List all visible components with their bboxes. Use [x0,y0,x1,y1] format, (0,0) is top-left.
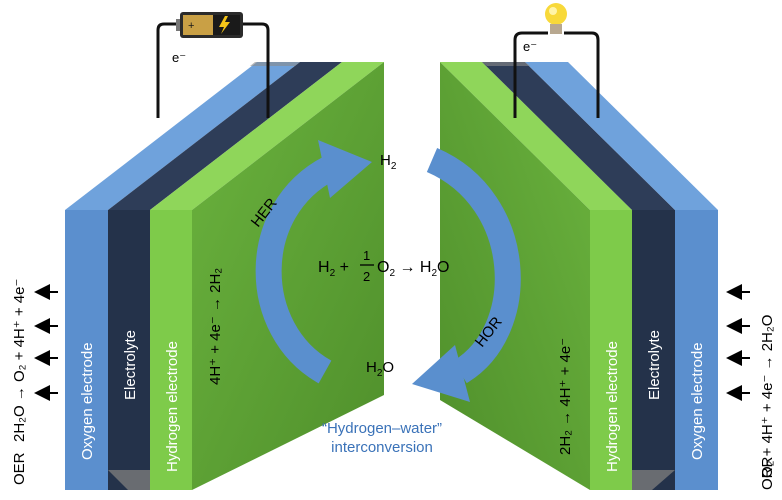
right-oxygen-electrode-label: Oxygen electrode [689,342,706,460]
left-oxygen-top [65,62,300,210]
left-side-arrows [34,284,58,401]
right-wire [513,31,600,118]
left-top-gray-strip [250,62,300,66]
right-electrolyte-top [482,62,675,210]
center-eq-plus: + [335,259,349,276]
light-bulb-icon [545,3,567,34]
center-eq-arrow-h: → H [395,259,431,276]
left-electrolyte-slab [108,210,150,490]
center-eq-o-tail: O [437,259,449,276]
h2o-tail: O [382,359,394,376]
center-eq-frac-den: 2 [363,269,370,284]
orr-label: ORR [759,457,776,491]
right-top-gray-strip [482,62,530,66]
center-eq-left: H2 + [318,259,349,279]
right-cell [440,62,718,490]
h2o-subscript: 2 [377,368,383,379]
right-oxygen-top [525,62,718,210]
right-hor-equation: 2H₂ → 4H⁺ + 4e⁻ [557,338,574,455]
orr-equation: O₂ + 4H⁺ + 4e⁻ → 2H₂O [759,315,776,478]
center-eq-right: O2 → H2O [377,259,449,279]
battery-icon: + [176,12,243,38]
oer-label: OER [11,452,28,485]
left-electrolyte-top [108,62,342,210]
center-equation: H2 + 1 2 O2 → H2O [318,248,449,284]
her-arrow [255,140,372,384]
h2o-symbol: H [366,359,377,376]
left-wire [156,22,270,118]
right-hydrogen-slab [590,210,632,490]
h2o-label: H2O [366,359,394,379]
left-bottom-gray [108,470,150,490]
right-side-arrows [726,284,750,401]
h2-subscript: 2 [391,161,397,172]
right-electron-label: e⁻ [523,39,537,54]
caption-line-2: interconversion [331,439,433,456]
left-oxygen-electrode-label: Oxygen electrode [79,342,96,460]
h2-symbol: H [380,152,391,169]
center-eq-frac-num: 1 [363,248,370,263]
center-eq-o: O [377,259,389,276]
left-electron-label: e⁻ [172,50,186,65]
right-hydrogen-top [440,62,632,210]
left-her-equation: 4H⁺ + 4e⁻ → 2H₂ [207,268,224,385]
caption-line-1: “Hydrogen–water” [322,420,442,437]
right-hydrogen-electrode-label: Hydrogen electrode [604,341,621,472]
right-electrolyte-slab [632,210,675,490]
center-eq-o-sub: 2 [389,268,395,279]
left-hydrogen-electrode-label: Hydrogen electrode [164,341,181,472]
h2-label: H2 [380,152,397,172]
left-oxygen-slab [65,210,108,490]
center-eq-h2-sub: 2 [431,268,437,279]
oer-equation: 2H₂O → O₂ + 4H⁺ + 4e⁻ [11,279,28,442]
left-electrolyte-label: Electrolyte [122,330,139,400]
right-electrolyte-label: Electrolyte [646,330,663,400]
hor-arrow [412,148,521,402]
right-bottom-gray [632,470,675,490]
center-eq-h: H [318,259,330,276]
center-eq-h-sub: 2 [330,268,336,279]
right-oxygen-slab [675,210,718,490]
svg-text:+: + [188,20,194,32]
left-hydrogen-top [150,62,384,210]
left-hydrogen-slab [150,210,192,490]
